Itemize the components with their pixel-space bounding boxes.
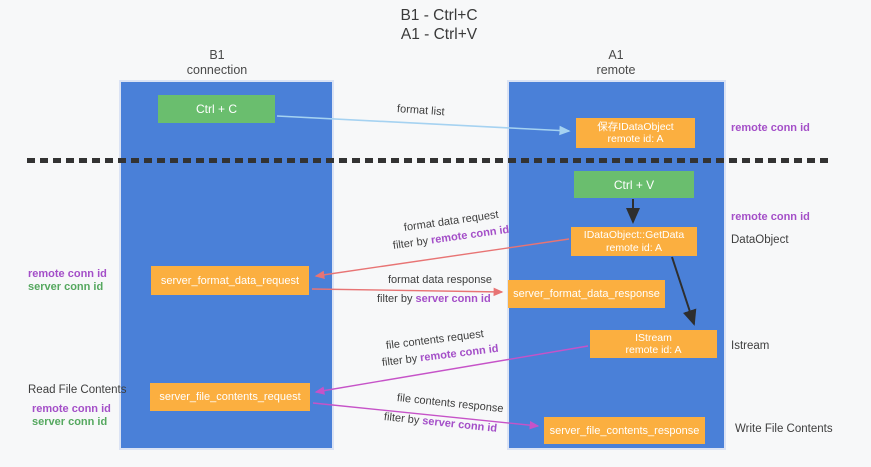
format-list-label: format list [396,103,445,119]
filter-by-text: filter by [383,411,420,427]
ctrl-c-node: Ctrl + C [158,95,275,123]
istream-node: IStream remote id: A [590,330,717,358]
istream-line2: remote id: A [625,344,682,356]
left-bottom-server-conn-id-label: server conn id [32,416,108,428]
left-mid-server-conn-id-label: server conn id [28,281,104,293]
save-idataobject-line2: remote id: A [607,133,664,145]
filter-by-text: filter by [392,235,429,252]
save-idataobject-node: 保存IDataObject remote id: A [576,118,695,148]
server-file-contents-response-label: server_file_contents_response [549,424,700,437]
server-file-contents-response-node: server_file_contents_response [544,417,705,444]
server-format-data-request-label: server_format_data_request [160,274,300,287]
title-line-2: A1 - Ctrl+V [400,26,478,43]
format-data-response-arrow [311,287,504,297]
left-mid-remote-conn-id-label: remote conn id [28,268,107,280]
getdata-node: IDataObject::GetData remote id: A [571,227,697,256]
lane-b1-title: B1 [209,48,225,62]
server-format-data-response-label: server_format_data_response [513,288,660,300]
lane-b1-subtitle: connection [186,63,248,77]
save-idataobject-line1: 保存IDataObject [597,120,674,133]
left-bottom-remote-conn-id-label: remote conn id [32,403,111,415]
lane-header-b1: B1 connection [147,48,287,78]
server-format-data-request-node: server_format_data_request [151,266,309,295]
filter-by-text: filter by [377,293,413,305]
getdata-line2: remote id: A [605,241,663,254]
getdata-line1: IDataObject::GetData [583,229,685,241]
ctrl-c-label: Ctrl + C [195,102,237,116]
server-file-contents-request-label: server_file_contents_request [159,391,301,403]
dashed-separator [27,158,832,163]
lane-a1-subtitle: remote [596,63,636,77]
lane-header-a1: A1 remote [546,48,686,78]
istream-line1: IStream [635,331,672,344]
diagram-title: B1 - Ctrl+C A1 - Ctrl+V [339,6,539,44]
filter-by-text: filter by [381,352,418,369]
title-line-1: B1 - Ctrl+C [400,7,478,24]
server-format-data-response-node: server_format_data_response [508,280,665,308]
server-file-contents-request-node: server_file_contents_request [150,383,310,411]
server-conn-id-text: server conn id [415,293,491,305]
istream-side-label: Istream [731,340,770,352]
dataobject-label: DataObject [731,234,789,246]
ctrl-v-node: Ctrl + V [574,171,694,198]
format-data-response-label: format data response [388,274,492,286]
right-mid-remote-conn-id-label: remote conn id [731,211,810,223]
server-conn-id-text: server conn id [421,415,498,435]
lane-a1-title: A1 [608,48,624,62]
file-contents-response-label: file contents response [396,392,505,416]
right-top-remote-conn-id-label: remote conn id [731,122,810,134]
read-file-contents-label: Read File Contents [28,384,127,396]
ctrl-v-label: Ctrl + V [613,177,655,192]
write-file-contents-label: Write File Contents [735,423,833,435]
